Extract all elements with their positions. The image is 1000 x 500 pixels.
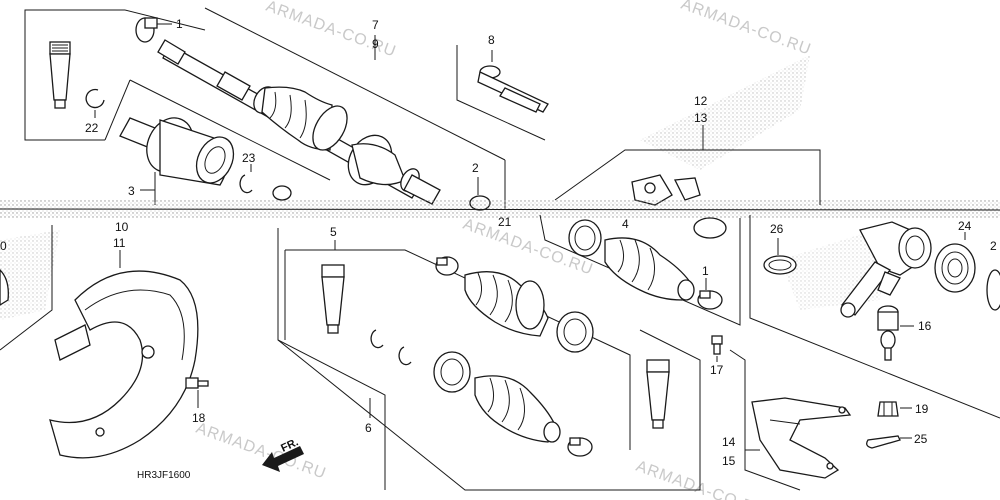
bolt xyxy=(711,335,723,355)
label-9: 9 xyxy=(372,37,379,51)
wheel-bearing xyxy=(934,243,976,293)
group-box-driveshaft xyxy=(129,79,331,181)
label-25: 25 xyxy=(914,432,928,446)
label-14: 14 xyxy=(722,435,736,449)
boot-band-large xyxy=(433,351,471,393)
label-4: 4 xyxy=(622,217,629,231)
drive-shaft xyxy=(157,39,441,205)
label-19: 19 xyxy=(915,402,929,416)
band-clamp xyxy=(567,437,593,457)
knuckle-bracket xyxy=(631,174,701,206)
label-10: 10 xyxy=(115,220,129,234)
front-direction-arrow xyxy=(262,446,304,472)
label-8: 8 xyxy=(488,33,495,47)
band-clamp xyxy=(135,17,158,43)
label-2: 2 xyxy=(990,239,997,253)
partial-part xyxy=(0,269,9,306)
group-box-boot-kit-lower xyxy=(277,329,701,491)
cv-joint-housing xyxy=(119,117,235,186)
label-5: 5 xyxy=(330,225,337,239)
group-box-driveshaft xyxy=(204,7,506,161)
circlip xyxy=(763,255,797,275)
disc-cover xyxy=(49,270,199,459)
scan-noise-line xyxy=(0,208,1000,211)
cv-boot xyxy=(604,237,695,301)
cotter-pin xyxy=(866,435,901,449)
circlip xyxy=(398,346,412,366)
label-21: 21 xyxy=(498,215,512,229)
band-clamp xyxy=(697,290,723,310)
group-box-boot-kit-lower xyxy=(277,228,386,490)
label-3: 3 xyxy=(128,184,135,198)
group-box-arm xyxy=(729,349,801,491)
castle-nut xyxy=(877,401,899,417)
ball-joint xyxy=(877,305,899,361)
grease-tube xyxy=(49,41,71,109)
grease-tube xyxy=(321,264,345,334)
lower-arm-bracket xyxy=(751,397,852,479)
cv-boot xyxy=(464,271,549,337)
label-1: 1 xyxy=(702,264,709,278)
stub-shaft xyxy=(477,65,549,113)
band-clamp xyxy=(435,256,459,276)
label-12: 12 xyxy=(694,94,708,108)
circlip xyxy=(986,269,1000,311)
label-11: 11 xyxy=(113,236,126,250)
watermark: ARMADA-CO.RU xyxy=(679,0,814,59)
label-17: 17 xyxy=(710,363,724,377)
boot-band xyxy=(693,217,727,239)
label-2: 2 xyxy=(472,161,479,175)
label-15: 15 xyxy=(722,454,736,468)
label-0: 0 xyxy=(0,239,7,253)
label-24: 24 xyxy=(958,219,972,233)
group-box-grease xyxy=(24,9,125,141)
bolt xyxy=(185,377,209,389)
label-18: 18 xyxy=(192,411,206,425)
group-box-shaft xyxy=(456,45,546,141)
circlip xyxy=(239,174,253,194)
circlip xyxy=(768,259,792,271)
boot-band-large xyxy=(568,219,602,257)
label-22: 22 xyxy=(85,121,99,135)
shading xyxy=(0,230,60,320)
label-1: 1 xyxy=(176,17,183,31)
label-16: 16 xyxy=(918,319,932,333)
label-7: 7 xyxy=(372,18,379,32)
boot-band xyxy=(272,185,292,201)
cv-boot xyxy=(474,375,561,443)
label-23: 23 xyxy=(242,151,256,165)
group-box-knuckle xyxy=(554,149,821,205)
group-box-left xyxy=(0,225,53,351)
circlip xyxy=(370,329,384,349)
boot-band-large xyxy=(556,311,594,353)
label-13: 13 xyxy=(694,111,708,125)
label-6: 6 xyxy=(365,421,372,435)
shading xyxy=(640,55,810,170)
watermark: ARMADA-CO.RU xyxy=(634,458,769,500)
grease-tube xyxy=(646,359,670,429)
group-box-edge xyxy=(124,9,206,31)
group-box-knuckle-assy xyxy=(749,215,1000,419)
steering-knuckle xyxy=(840,221,932,318)
watermark: ARMADA-CO.RU xyxy=(194,420,329,483)
circlip xyxy=(85,88,105,109)
figure-code: HR3JF1600 xyxy=(137,470,191,481)
label-26: 26 xyxy=(770,222,784,236)
group-box-driveshaft xyxy=(104,79,131,141)
